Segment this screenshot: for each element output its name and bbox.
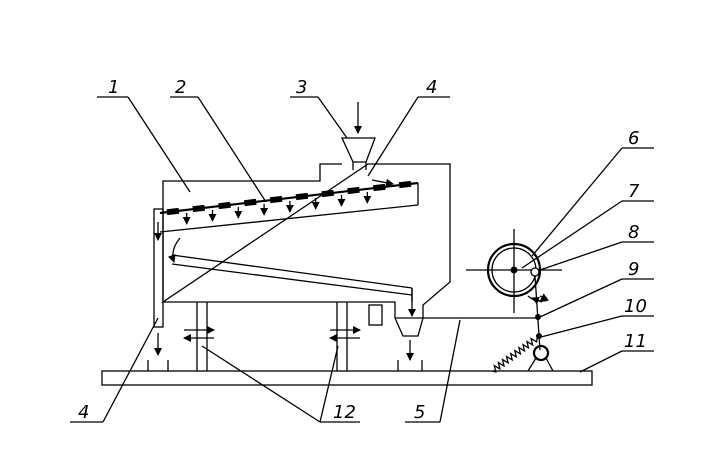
screen-block bbox=[295, 192, 309, 201]
label-2: 2 bbox=[175, 77, 186, 98]
right-discharge bbox=[394, 288, 424, 361]
spring bbox=[491, 337, 538, 373]
support-left bbox=[183, 302, 215, 371]
support-right bbox=[329, 302, 361, 371]
left-discharge bbox=[153, 208, 164, 356]
label-4-bottom: 4 bbox=[78, 402, 89, 423]
label-10: 10 bbox=[624, 296, 647, 317]
label-5: 5 bbox=[414, 402, 425, 423]
screen-block bbox=[243, 198, 257, 207]
flow-arrow bbox=[371, 178, 394, 187]
pivot bbox=[530, 267, 540, 277]
label-8: 8 bbox=[628, 222, 639, 243]
screen-block bbox=[218, 201, 231, 210]
screen-block bbox=[269, 195, 283, 204]
screen-block bbox=[372, 183, 386, 192]
label-9: 9 bbox=[628, 259, 639, 280]
label-12: 12 bbox=[333, 402, 356, 423]
base-plate bbox=[101, 370, 593, 386]
screen-block bbox=[398, 180, 412, 189]
label-3: 3 bbox=[296, 77, 307, 98]
upper-screen-deck bbox=[159, 178, 419, 233]
screen-block bbox=[166, 207, 180, 216]
screen-block bbox=[321, 189, 335, 198]
lever bbox=[527, 275, 549, 351]
screen-block bbox=[192, 204, 206, 213]
leader-lines bbox=[70, 96, 654, 423]
frame-block bbox=[368, 304, 383, 326]
label-11: 11 bbox=[624, 331, 647, 352]
label-7: 7 bbox=[628, 181, 640, 202]
screen-block bbox=[347, 186, 360, 195]
label-6: 6 bbox=[628, 128, 639, 149]
hopper bbox=[340, 137, 376, 163]
label-1: 1 bbox=[108, 77, 119, 98]
lower-tray bbox=[167, 237, 413, 302]
support-roller bbox=[527, 344, 554, 372]
label-4-top: 4 bbox=[426, 77, 437, 98]
